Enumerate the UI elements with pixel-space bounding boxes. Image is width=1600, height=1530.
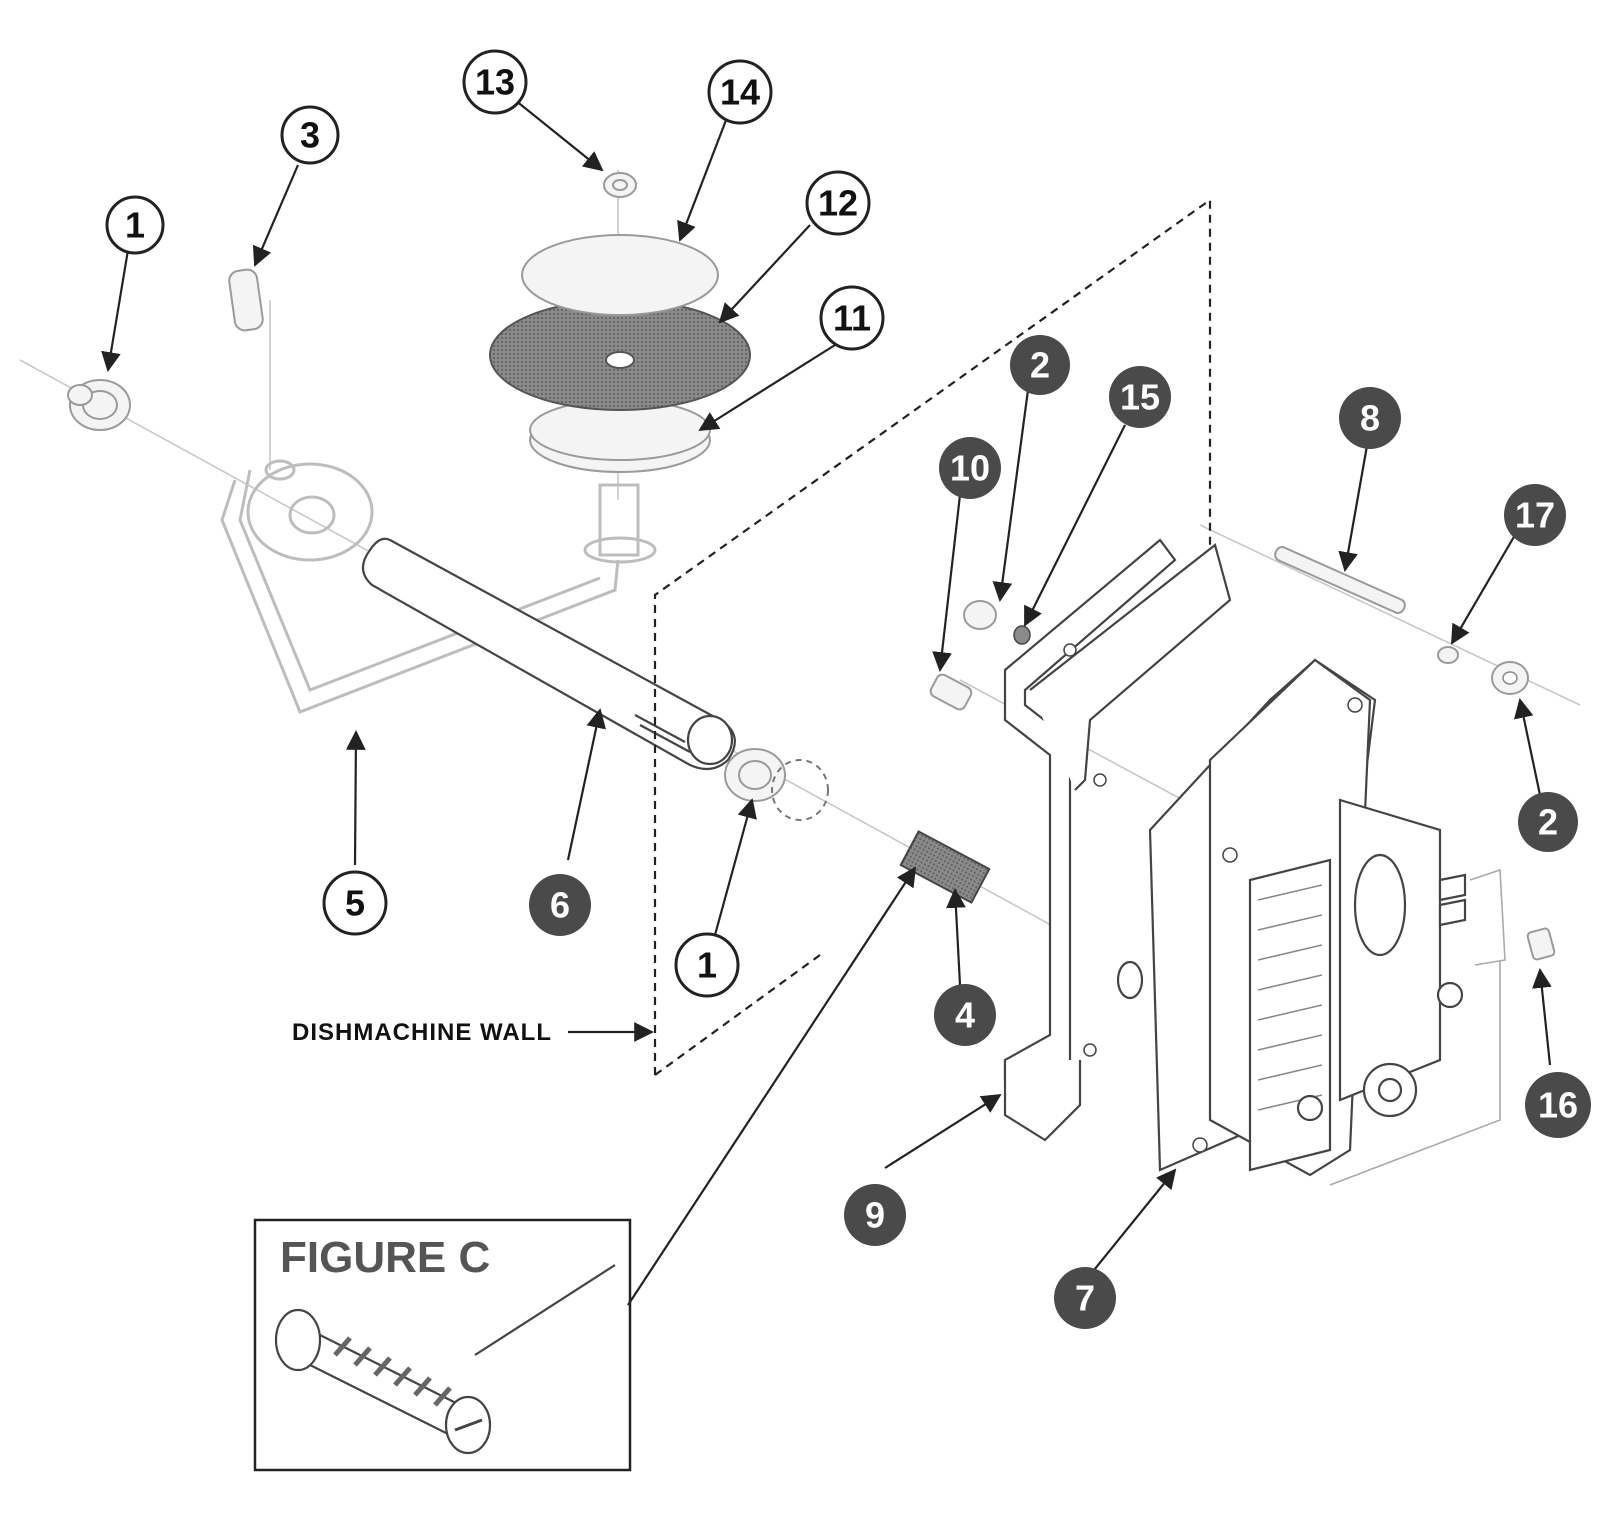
- callout-8-number: 8: [1360, 398, 1380, 439]
- figure-c-title: FIGURE C: [280, 1233, 490, 1282]
- collar-part-left: [67, 379, 131, 431]
- callout-11-number: 11: [833, 298, 871, 339]
- callout-17-number: 17: [1515, 495, 1555, 536]
- terminal-part: [1329, 868, 1556, 1186]
- callout-9-number: 9: [865, 1195, 885, 1236]
- callout-17: 17: [1504, 484, 1566, 546]
- bracket-part-outline: [220, 459, 657, 714]
- callout-8: 8: [1339, 387, 1401, 449]
- callout-15: 15: [1109, 366, 1171, 428]
- callout-14-number: 14: [720, 72, 760, 113]
- callout-7-number: 7: [1075, 1278, 1095, 1319]
- callout-15-number: 15: [1120, 377, 1160, 418]
- mounting-bracket-part: [1003, 538, 1232, 1142]
- callout-16-number: 16: [1538, 1085, 1578, 1126]
- callout-6: 6: [529, 874, 591, 936]
- leader-lines: [101, 99, 1552, 1306]
- shaft-part: [361, 537, 736, 771]
- pin-washer-nut-parts: [1274, 546, 1529, 695]
- callout-13-number: 13: [475, 62, 515, 103]
- callout-1-right: 1: [674, 932, 740, 998]
- callout-3-number: 3: [300, 115, 320, 156]
- bolt-nut-parts: [929, 600, 1031, 711]
- callout-4-number: 4: [955, 995, 975, 1036]
- callout-10: 10: [939, 437, 1001, 499]
- callout-1-right-number: 1: [697, 945, 717, 986]
- callout-1-left-number: 1: [125, 205, 145, 246]
- dishmachine-wall-plane: [653, 197, 1212, 1076]
- callout-5: 5: [322, 870, 388, 936]
- callout-12-number: 12: [818, 183, 858, 224]
- callout-6-number: 6: [550, 885, 570, 926]
- set-screw-part: [228, 268, 264, 332]
- callout-2-upper-number: 2: [1030, 345, 1050, 386]
- figure-c-screw-illustration: [274, 1264, 616, 1455]
- callout-1-left: 1: [105, 195, 165, 255]
- callout-16: 16: [1525, 1072, 1591, 1138]
- callout-11: 11: [819, 285, 885, 351]
- figure-c-inset: [253, 1218, 632, 1472]
- callout-7: 7: [1054, 1267, 1116, 1329]
- callout-13: 13: [462, 49, 528, 115]
- callout-2-lower-number: 2: [1538, 802, 1558, 843]
- callout-9: 9: [844, 1184, 906, 1246]
- wheel-stack: [489, 172, 751, 473]
- callout-14: 14: [707, 59, 773, 125]
- callout-3: 3: [280, 105, 340, 165]
- callout-5-number: 5: [345, 883, 365, 924]
- callout-10-number: 10: [950, 448, 990, 489]
- callout-2-upper: 2: [1010, 335, 1070, 395]
- callout-4: 4: [934, 984, 996, 1046]
- callout-2-lower: 2: [1518, 792, 1578, 852]
- collar-part-right: [724, 748, 829, 821]
- callout-12: 12: [805, 170, 871, 236]
- coupling-part: [899, 830, 991, 904]
- dishmachine-wall-label: DISHMACHINE WALL: [292, 1019, 552, 1046]
- gearmotor-part: [1116, 658, 1467, 1177]
